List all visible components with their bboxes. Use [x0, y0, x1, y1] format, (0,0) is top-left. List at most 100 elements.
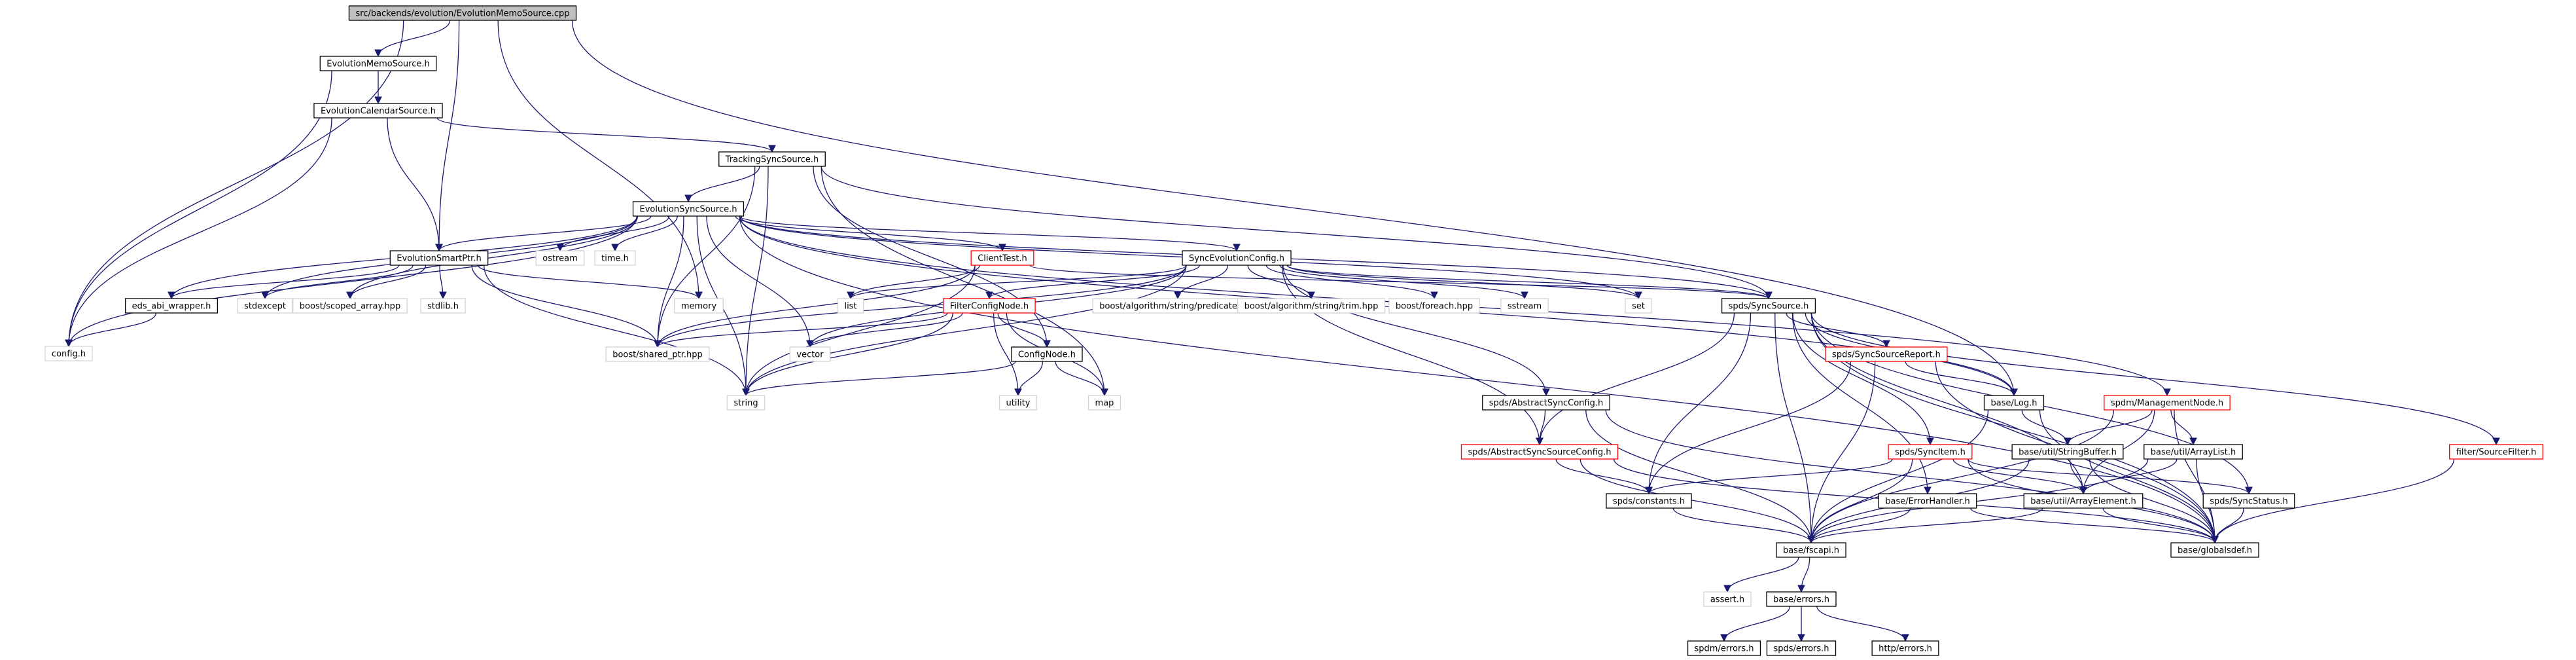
node-base-errors-h[interactable]: base/errors.h [1766, 591, 1837, 607]
node-label: spds/SyncSourceReport.h [1832, 350, 1941, 360]
node-vector: vector [789, 346, 831, 362]
node-base-util-array-list-h[interactable]: base/util/ArrayList.h [2144, 444, 2243, 460]
node-label: ClientTest.h [978, 254, 1027, 264]
include-edge [2170, 409, 2197, 446]
node-spds-errors-h[interactable]: spds/errors.h [1766, 640, 1837, 656]
node-spds-sync-status-h[interactable]: spds/SyncStatus.h [2202, 493, 2295, 509]
include-edge [374, 20, 451, 58]
node-label: TrackingSyncSource.h [725, 155, 819, 165]
node-http-errors-h[interactable]: http/errors.h [1871, 640, 1939, 656]
include-edge [65, 70, 332, 348]
node-spds-abstract-sync-source-config-h[interactable]: spds/AbstractSyncSourceConfig.h [1460, 444, 1619, 460]
node-filter-config-node-h[interactable]: FilterConfigNode.h [943, 298, 1036, 314]
include-edge [484, 265, 750, 397]
include-edge [1774, 312, 1815, 544]
include-edge [2102, 507, 2219, 544]
node-evolution-memo-source-h[interactable]: EvolutionMemoSource.h [319, 56, 437, 71]
node-label: spdm/errors.h [1695, 644, 1754, 654]
node-spds-sync-source-report-h[interactable]: spds/SyncSourceReport.h [1825, 346, 1948, 362]
node-boost-string-trim: boost/algorithm/string/trim.hpp [1237, 298, 1386, 314]
include-edge [847, 265, 980, 300]
include-edge [735, 215, 1006, 252]
node-eds-abi-wrapper-h[interactable]: eds_abi_wrapper.h [124, 298, 219, 314]
include-edge [1970, 507, 2219, 544]
include-edge [1286, 265, 1773, 300]
node-label: map [1095, 399, 1114, 409]
node-label: assert.h [1710, 595, 1744, 605]
node-label: eds_abi_wrapper.h [132, 302, 211, 312]
include-edge [742, 361, 1016, 397]
node-set: set [1625, 298, 1652, 314]
node-base-globalsdef-h[interactable]: base/globalsdef.h [2170, 542, 2259, 558]
include-edge [346, 215, 639, 300]
node-base-util-array-element-h[interactable]: base/util/ArrayElement.h [2023, 493, 2144, 509]
include-edge [2211, 507, 2244, 544]
include-edge [1536, 312, 1735, 446]
include-edge [1265, 265, 1438, 300]
include-edge [497, 20, 703, 300]
include-edge [1645, 458, 1893, 495]
include-edge [168, 265, 400, 300]
node-evolution-smart-ptr-h[interactable]: EvolutionSmartPtr.h [389, 250, 489, 266]
node-spdm-management-node-h[interactable]: spdm/ManagementNode.h [2104, 395, 2231, 411]
include-edge [1807, 458, 1913, 544]
node-config-h: config.h [44, 346, 93, 361]
include-edge [1645, 312, 1752, 495]
include-edge [611, 215, 678, 252]
node-evolution-calendar-source-h[interactable]: EvolutionCalendarSource.h [313, 103, 443, 119]
include-edge [1174, 265, 1229, 300]
node-base-log-h[interactable]: base/Log.h [1983, 395, 2045, 411]
include-edge [654, 215, 684, 348]
include-edge [1791, 312, 1932, 495]
include-edge [1967, 458, 2253, 495]
node-base-error-handler-h[interactable]: base/ErrorHandler.h [1878, 493, 1977, 509]
node-label: ostream [542, 254, 578, 264]
include-edge [477, 265, 703, 300]
include-edge [1672, 507, 1815, 544]
include-edge [654, 265, 1187, 348]
node-client-test-h[interactable]: ClientTest.h [970, 250, 1034, 266]
node-label: EvolutionCalendarSource.h [321, 107, 436, 117]
include-edge [1645, 361, 1852, 495]
node-time-h: time.h [594, 250, 636, 266]
node-boost-string-predicate: boost/algorithm/string/predicate.hpp [1092, 298, 1263, 314]
node-sync-evolution-config-h[interactable]: SyncEvolutionConfig.h [1182, 250, 1292, 266]
node-label: memory [681, 302, 717, 312]
include-edge [1807, 409, 1989, 544]
include-edge [1286, 265, 1642, 300]
node-label: base/util/ArrayElement.h [2030, 497, 2136, 507]
node-label: vector [796, 350, 824, 360]
node-filter-source-filter-h[interactable]: filter/SourceFilter.h [2449, 444, 2543, 460]
include-edge [436, 117, 776, 153]
node-label: spds/SyncStatus.h [2210, 497, 2288, 507]
node-evolution-sync-source-h[interactable]: EvolutionSyncSource.h [632, 201, 745, 217]
node-tracking-sync-source-h[interactable]: TrackingSyncSource.h [718, 151, 826, 167]
node-spds-sync-source-h[interactable]: spds/SyncSource.h [1721, 298, 1816, 314]
node-base-util-string-buffer-h[interactable]: base/util/StringBuffer.h [2011, 444, 2124, 460]
node-config-node-h[interactable]: ConfigNode.h [1011, 346, 1083, 362]
include-edge [985, 265, 1200, 300]
include-edge [1605, 409, 2219, 544]
node-spds-abstract-sync-config-h[interactable]: spds/AbstractSyncConfig.h [1482, 395, 1610, 411]
node-spdm-errors-h[interactable]: spdm/errors.h [1687, 640, 1761, 656]
file-nodes: src/backends/evolution/EvolutionMemoSour… [44, 5, 2543, 656]
include-edge [813, 166, 1051, 348]
node-label: http/errors.h [1879, 644, 1932, 654]
node-label: spds/SyncItem.h [1895, 448, 1966, 458]
include-edge [1720, 606, 1790, 642]
node-stdexcept: stdexcept [237, 298, 293, 314]
node-spds-constants-h[interactable]: spds/constants.h [1606, 493, 1692, 509]
include-edge [654, 166, 756, 348]
node-base-fscapi-h[interactable]: base/fscapi.h [1776, 542, 1846, 558]
include-edge [65, 312, 157, 348]
include-edge [654, 265, 976, 348]
node-label: boost/algorithm/string/predicate.hpp [1099, 302, 1256, 312]
node-label: ConfigNode.h [1018, 350, 1076, 360]
node-evolution-memo-source-cpp: src/backends/evolution/EvolutionMemoSour… [348, 5, 577, 21]
include-edge [739, 215, 1241, 252]
node-label: sstream [1508, 302, 1542, 312]
node-spds-sync-item-h[interactable]: spds/SyncItem.h [1888, 444, 1973, 460]
include-edge [1279, 265, 1528, 300]
node-label: src/backends/evolution/EvolutionMemoSour… [355, 9, 569, 19]
node-label: EvolutionMemoSource.h [326, 60, 429, 69]
